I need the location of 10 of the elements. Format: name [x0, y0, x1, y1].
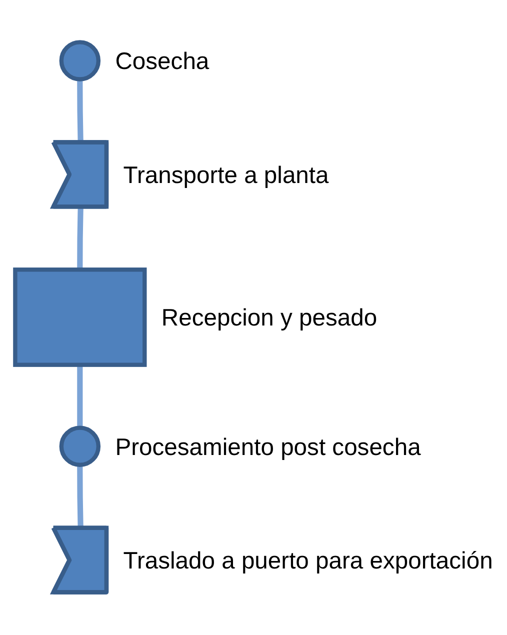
connector-line	[76, 208, 83, 270]
step-label: Procesamiento post cosecha	[114, 434, 420, 462]
inspection-box	[12, 268, 146, 368]
step-label: Transporte a planta	[122, 162, 328, 190]
operation-circle	[58, 426, 100, 468]
step-label: Recepcion y pesado	[160, 304, 377, 332]
step-label: Cosecha	[114, 48, 209, 76]
step-label: Traslado a puerto para exportación	[122, 548, 492, 575]
operation-circle	[58, 40, 100, 82]
connector-line	[76, 365, 82, 428]
